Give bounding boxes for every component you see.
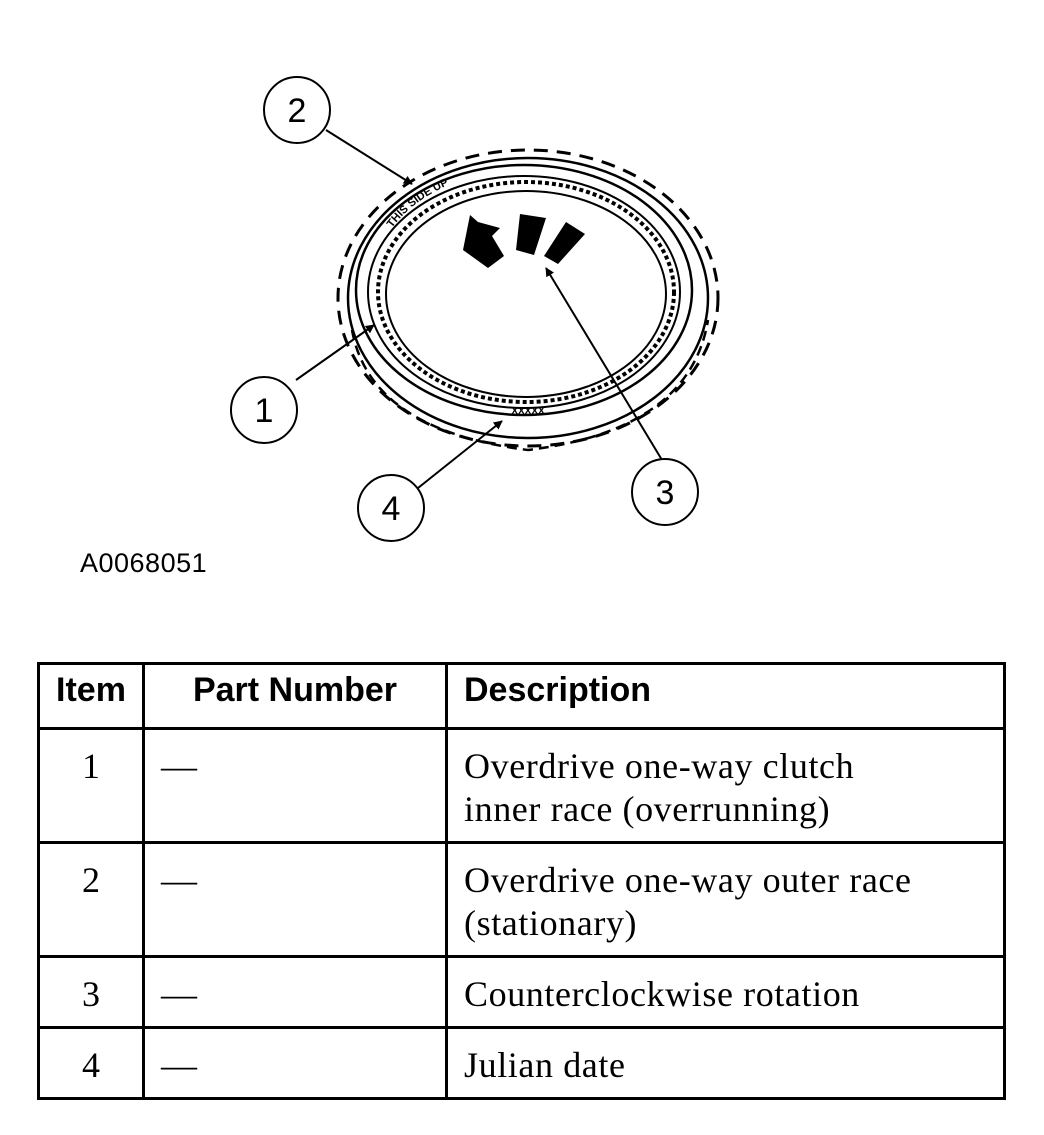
table-row: 1 — Overdrive one-way clutch inner race … <box>37 727 1006 844</box>
row-item: 3 <box>37 955 145 1029</box>
callout-1: 1 <box>230 376 298 444</box>
figure-id: A0068051 <box>80 548 208 578</box>
leader-line-2 <box>325 129 413 185</box>
row-item: 4 <box>37 1026 145 1100</box>
header-description: Description <box>445 662 1006 730</box>
table-row: 4 — Julian date <box>37 1026 1006 1100</box>
row-part-number: — <box>142 841 448 958</box>
svg-text:1: 1 <box>255 392 274 430</box>
table-header-row: Item Part Number Description <box>37 662 1006 730</box>
row-part-number: — <box>142 1026 448 1100</box>
row-part-number: — <box>142 727 448 844</box>
header-part-number: Part Number <box>142 662 448 730</box>
inner-race-bore <box>385 190 667 398</box>
ring-marking-bottom: XXXXX <box>511 406 545 417</box>
table-row: 2 — Overdrive one-way outer race (statio… <box>37 841 1006 958</box>
description-line: Overdrive one-way outer race <box>464 860 912 900</box>
parts-table: Item Part Number Description 1 — Overdri… <box>37 662 1006 1100</box>
leader-line-4 <box>417 420 503 489</box>
ring-thickness <box>350 319 710 452</box>
header-item: Item <box>37 662 145 730</box>
svg-text:2: 2 <box>288 92 307 130</box>
leader-lines <box>295 129 663 489</box>
callout-4: 4 <box>357 474 425 542</box>
description-line: Julian date <box>464 1045 626 1085</box>
description-line: inner race (overrunning) <box>464 789 831 829</box>
row-description: Overdrive one-way outer race (stationary… <box>445 841 1006 958</box>
leader-line-3 <box>545 267 663 461</box>
row-description: Counterclockwise rotation <box>445 955 1006 1029</box>
row-description: Julian date <box>445 1026 1006 1100</box>
table-row: 3 — Counterclockwise rotation <box>37 955 1006 1029</box>
leader-line-1 <box>295 324 375 381</box>
clutch-ring: THIS SIDE UP XXXXX <box>336 148 720 452</box>
row-part-number: — <box>142 955 448 1029</box>
one-way-clutch-diagram: THIS SIDE UP XXXXX 2 1 3 4 <box>230 76 720 542</box>
rotation-arrow-icon <box>463 214 585 268</box>
row-item: 2 <box>37 841 145 958</box>
description-line: (stationary) <box>464 903 638 943</box>
row-description: Overdrive one-way clutch inner race (ove… <box>445 727 1006 844</box>
callout-3: 3 <box>631 458 699 526</box>
description-line: Overdrive one-way clutch <box>464 746 855 786</box>
description-line: Counterclockwise rotation <box>464 974 860 1014</box>
row-item: 1 <box>37 727 145 844</box>
svg-text:3: 3 <box>656 474 675 512</box>
svg-text:4: 4 <box>382 490 401 528</box>
callout-2: 2 <box>263 76 331 144</box>
